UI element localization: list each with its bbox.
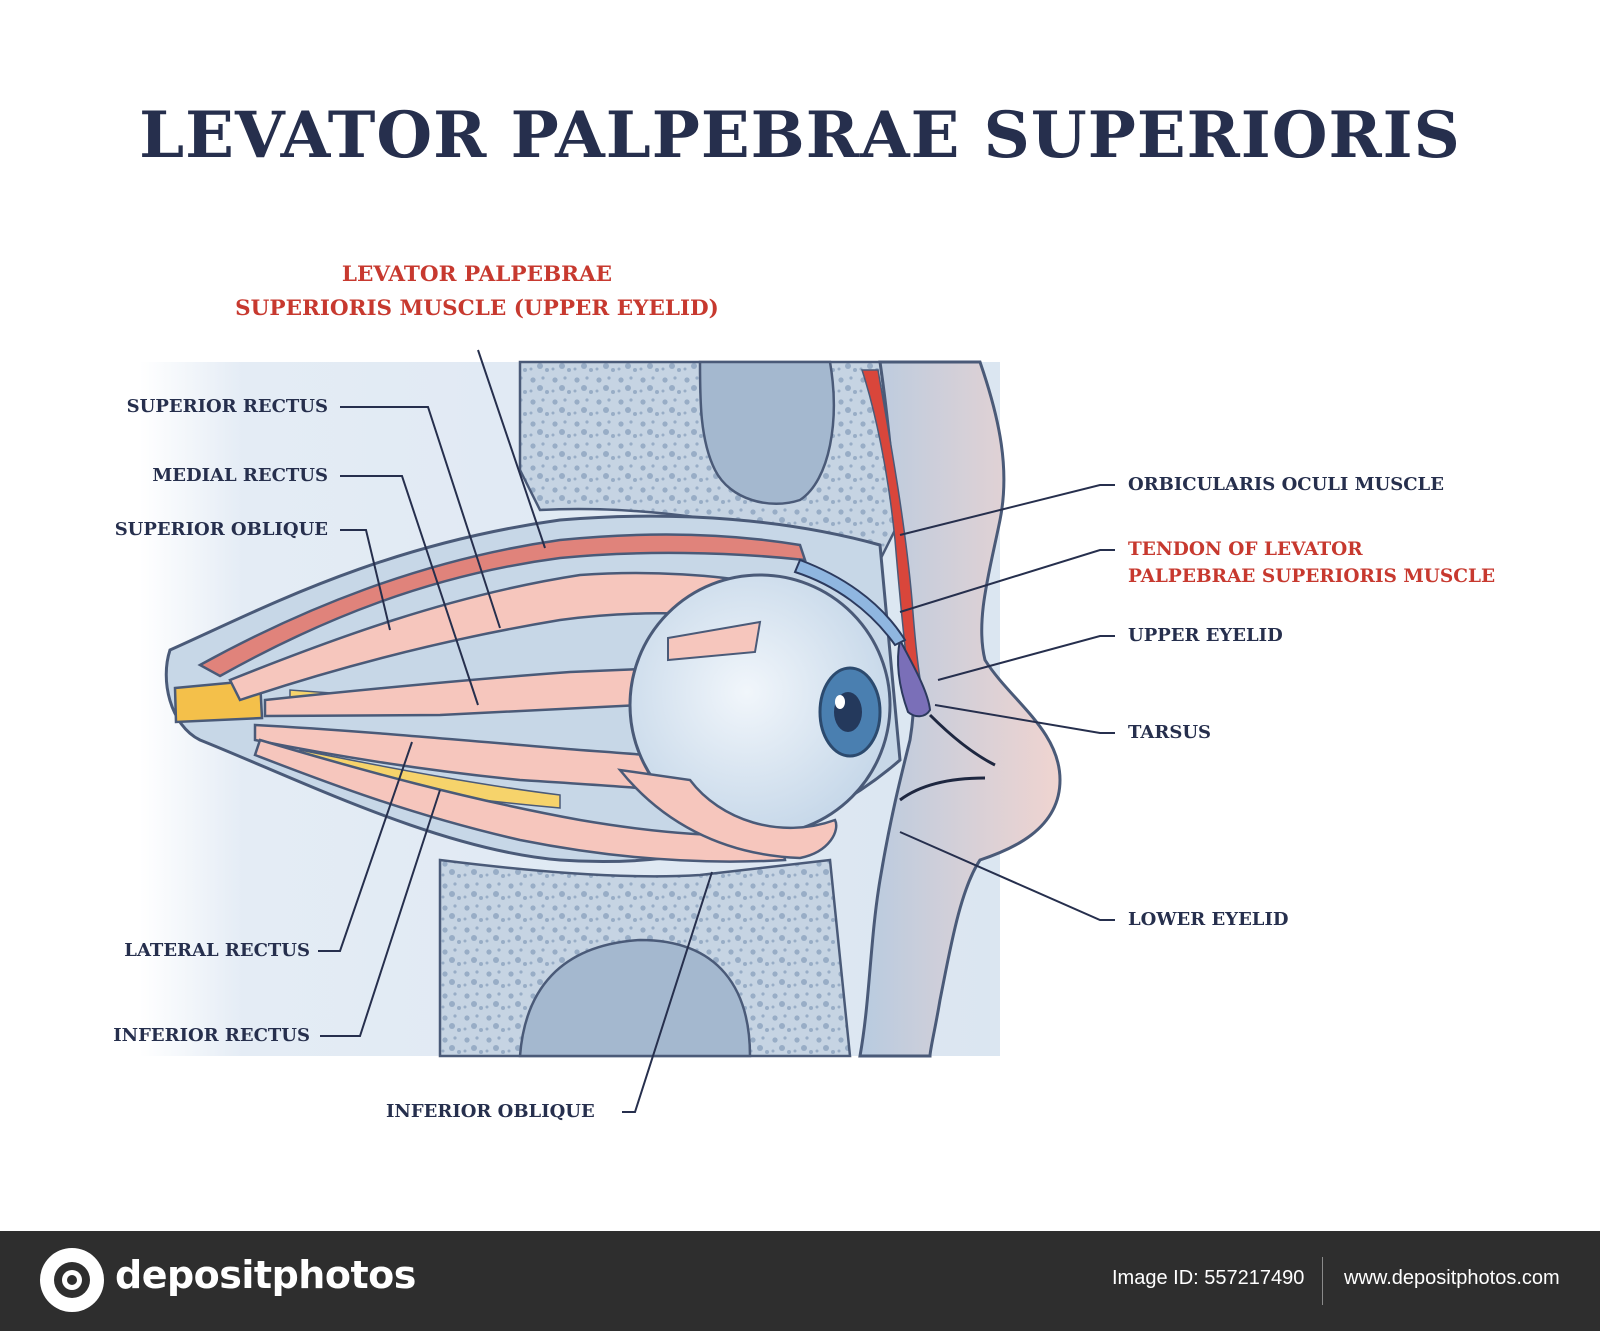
inferior-oblique-muscle: [617, 768, 838, 860]
brand-name: depositphotos: [115, 1253, 416, 1297]
footer-divider: [1322, 1257, 1323, 1305]
label-medial-rectus: MEDIAL RECTUS: [152, 465, 328, 486]
levator-highlight-label: LEVATOR PALPEBRAE SUPERIORIS MUSCLE (UPP…: [200, 258, 754, 326]
label-tendon-line1: TENDON OF LEVATOR: [1128, 539, 1363, 560]
site-url[interactable]: www.depositphotos.com: [1344, 1267, 1560, 1289]
footer-bar: [0, 1231, 1600, 1331]
label-superior-rectus: SUPERIOR RECTUS: [126, 396, 328, 417]
label-lateral-rectus: LATERAL RECTUS: [124, 940, 310, 961]
label-tendon-line2: PALPEBRAE SUPERIORIS MUSCLE: [1128, 566, 1496, 587]
diagram-title: LEVATOR PALPEBRAE SUPERIORIS: [139, 98, 1461, 173]
image-id: Image ID: 557217490: [1112, 1267, 1305, 1289]
label-upper-eyelid: UPPER EYELID: [1128, 625, 1283, 646]
leader-lines: [318, 349, 1115, 1113]
label-inferior-oblique: INFERIOR OBLIQUE: [386, 1101, 595, 1122]
label-tendon: TENDON OF LEVATOR PALPEBRAE SUPERIORIS M…: [1128, 536, 1495, 590]
lower-eyelashes: [899, 776, 986, 802]
depositphotos-logo-icon: [40, 1248, 104, 1312]
levator-tendon: [793, 558, 907, 647]
levator-highlight-line1: LEVATOR PALPEBRAE: [341, 262, 613, 287]
frontal-sinus: [698, 360, 835, 505]
superior-oblique-tendon: [667, 620, 762, 662]
levator-muscle: [197, 533, 807, 678]
upper-eyelashes: [928, 713, 996, 767]
label-lower-eyelid: LOWER EYELID: [1128, 909, 1289, 930]
maxillary-sinus: [518, 938, 752, 1058]
footer: depositphotos Image ID: 557217490 www.de…: [0, 1231, 1600, 1331]
label-orbicularis-oculi: ORBICULARIS OCULI MUSCLE: [1128, 474, 1444, 495]
inferior-rectus-muscle: [253, 738, 787, 863]
label-tarsus: TARSUS: [1128, 722, 1212, 743]
label-superior-oblique: SUPERIOR OBLIQUE: [114, 519, 328, 540]
label-inferior-rectus: INFERIOR RECTUS: [113, 1025, 310, 1046]
tarsus-plate: [897, 636, 932, 718]
pupil-highlight: [835, 695, 845, 709]
levator-highlight-line2: SUPERIORIS MUSCLE (UPPER EYELID): [235, 296, 719, 321]
